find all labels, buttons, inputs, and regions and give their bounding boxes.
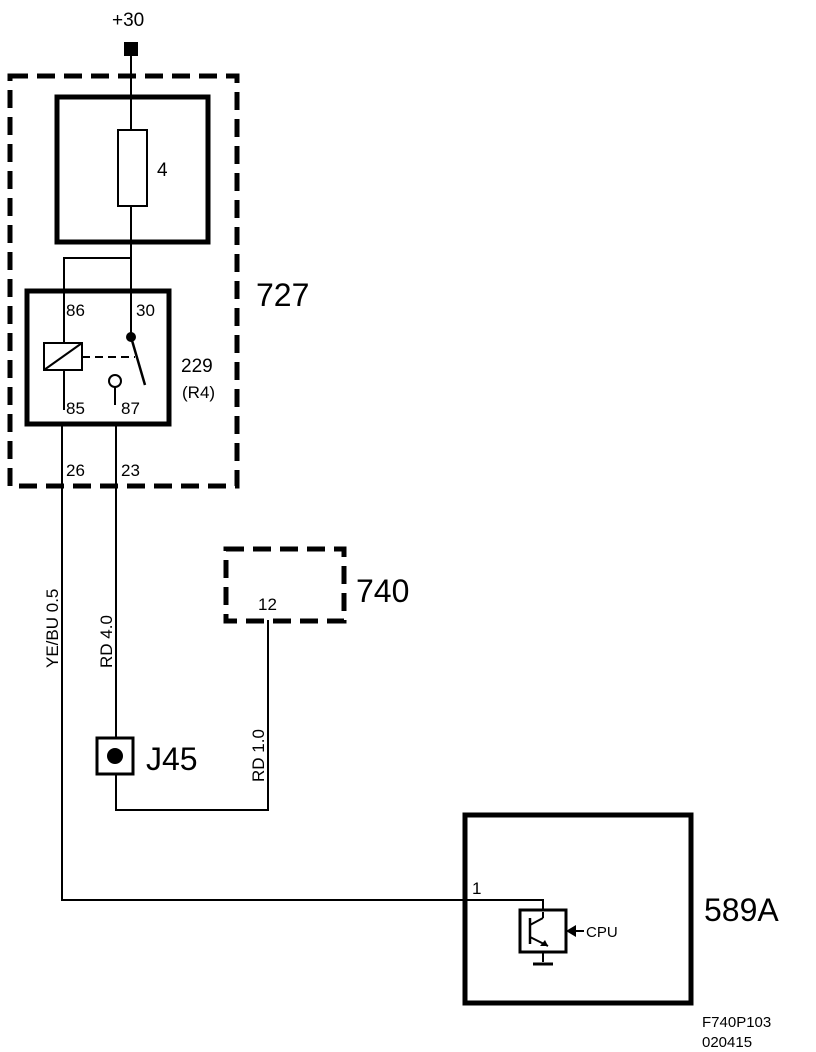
connector-pin-26: 26 xyxy=(66,461,85,480)
relay-id: 229 xyxy=(181,356,213,377)
diagram-code: F740P103 xyxy=(702,1014,771,1031)
transistor-collector-leg xyxy=(529,917,544,926)
supply-terminal xyxy=(124,42,138,56)
wire-to-relay86 xyxy=(63,257,131,300)
unit-740-pin: 12 xyxy=(258,595,277,614)
relay-contact-87 xyxy=(108,374,122,388)
unit-740-label: 740 xyxy=(356,573,409,609)
cpu-arrow-icon xyxy=(566,925,576,937)
fuse-holder-box xyxy=(54,94,211,245)
wire-rd10-label: RD 1.0 xyxy=(249,729,268,782)
relay-pin-85: 85 xyxy=(66,399,85,418)
fuse-symbol xyxy=(117,129,148,207)
junction-j45-dot xyxy=(107,748,123,764)
wire-rd10 xyxy=(115,620,269,811)
diagram-date: 020415 xyxy=(702,1034,752,1051)
junction-j45-label: J45 xyxy=(146,741,198,777)
relay-coil-diagonal xyxy=(43,342,83,371)
unit-727-label: 727 xyxy=(256,277,309,313)
unit-589a-box xyxy=(462,812,694,1006)
relay-switch-arm xyxy=(129,336,147,386)
relay-pin-87: 87 xyxy=(121,399,140,418)
wire-yebu-label: YE/BU 0.5 xyxy=(43,589,62,668)
relay-pin-30: 30 xyxy=(136,301,155,320)
unit-740-box xyxy=(223,546,347,624)
transistor-emitter-arrow xyxy=(540,940,548,946)
supply-label: +30 xyxy=(112,10,144,31)
relay-sub-id: (R4) xyxy=(182,383,215,402)
wire-yebu xyxy=(61,424,544,920)
unit-589a-pin: 1 xyxy=(472,879,481,898)
wire-rd40-label: RD 4.0 xyxy=(97,615,116,668)
relay-pin-86: 86 xyxy=(66,301,85,320)
cpu-label: CPU xyxy=(586,924,618,941)
unit-727-box xyxy=(7,73,240,489)
connector-pin-23: 23 xyxy=(121,461,140,480)
relay-229-box xyxy=(24,288,172,427)
unit-589a-label: 589A xyxy=(704,892,779,928)
fuse-number: 4 xyxy=(157,160,168,181)
